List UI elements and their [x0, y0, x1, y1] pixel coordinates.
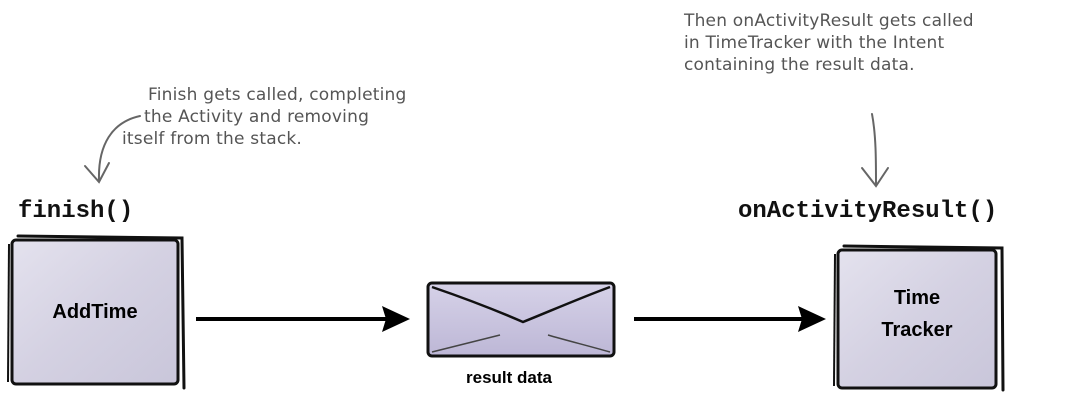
- finish-annotation: Finish gets called, completing the Activ…: [122, 84, 407, 150]
- result-annotation-line: in TimeTracker with the Intent: [684, 33, 945, 53]
- addtime-label: AddTime: [52, 301, 138, 323]
- addtime-box: [7, 234, 186, 390]
- result-annotation-arrow: [861, 113, 889, 188]
- arrow-to-envelope: [196, 306, 410, 332]
- arrow-to-timetracker: [634, 306, 826, 332]
- finish-method-label: finish(): [18, 198, 134, 225]
- envelope-label: result data: [466, 368, 552, 387]
- result-annotation-line: containing the result data.: [684, 55, 915, 75]
- timetracker-label: Time Tracker: [838, 282, 996, 346]
- finish-annotation-line: Finish gets called, completing: [148, 85, 407, 105]
- finish-annotation-line: the Activity and removing: [144, 107, 370, 127]
- result-annotation-line: Then onActivityResult gets called: [684, 11, 974, 31]
- timetracker-label-line1: Time: [893, 287, 941, 309]
- timetracker-box: [833, 244, 1005, 392]
- finish-annotation-arrow: [84, 115, 141, 184]
- finish-annotation-line: itself from the stack.: [122, 129, 303, 149]
- on-activity-result-method-label: onActivityResult(): [738, 198, 998, 225]
- result-annotation: Then onActivityResult gets called in Tim…: [684, 10, 974, 76]
- result-envelope: [426, 281, 616, 358]
- timetracker-label-line2: Tracker: [881, 319, 953, 341]
